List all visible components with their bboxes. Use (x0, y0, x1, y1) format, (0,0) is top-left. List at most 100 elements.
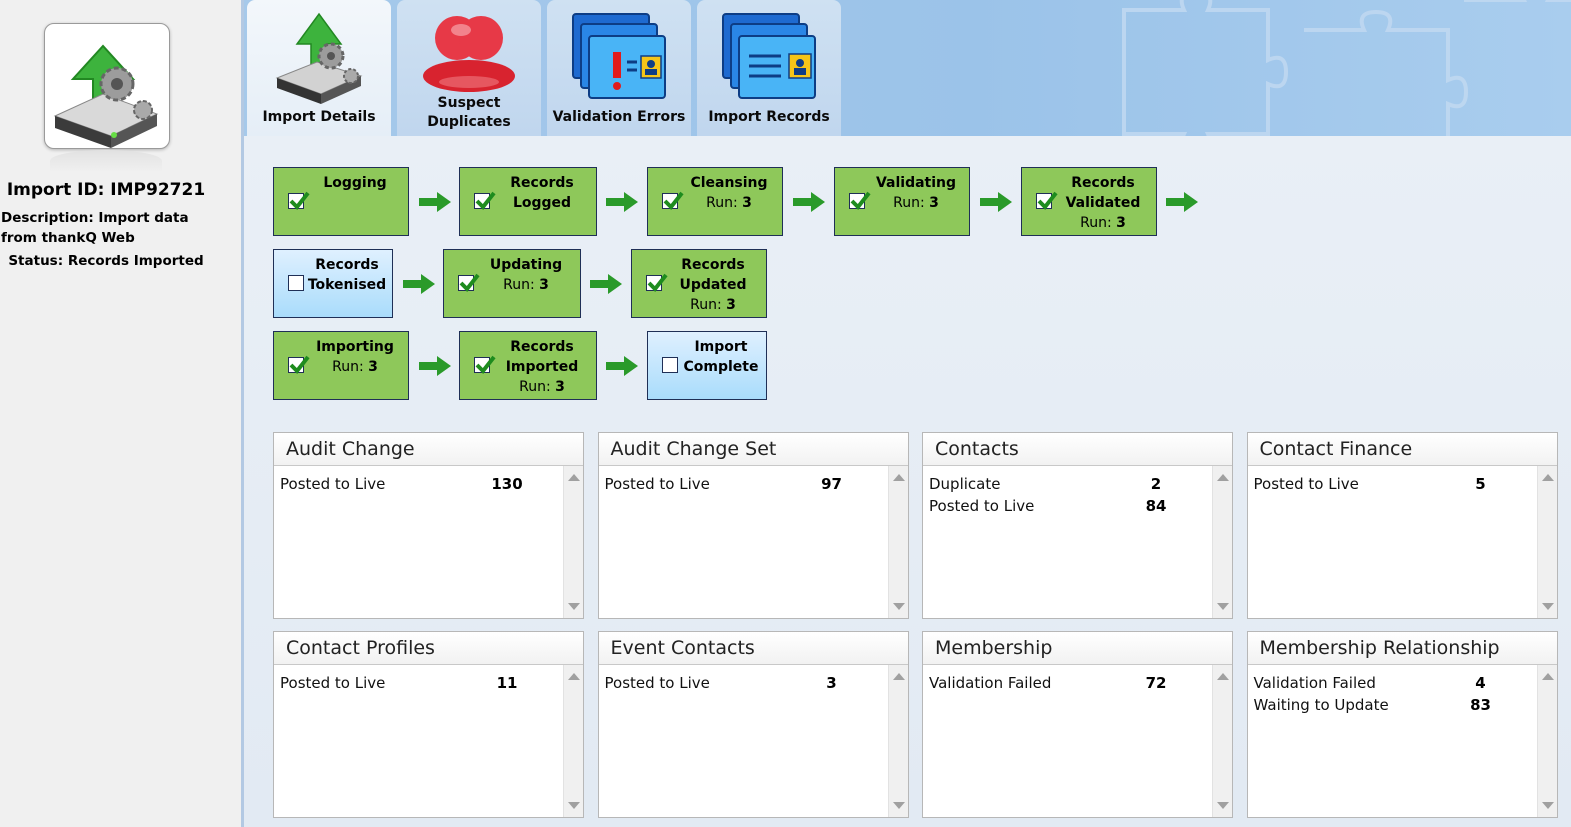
import-server-icon (53, 44, 159, 148)
scroll-up-icon[interactable] (892, 474, 905, 481)
panel-scrollbar[interactable] (887, 665, 908, 817)
import-server-icon (275, 12, 363, 104)
tab-import-records-label: Import Records (708, 109, 830, 125)
step-checkbox (458, 273, 480, 292)
step-run-count: 3 (368, 359, 378, 375)
step-title-line2: Logged (512, 195, 572, 211)
step-checkbox (1036, 191, 1058, 210)
panel-title: Event Contacts (598, 632, 908, 665)
list-item-label: Validation Failed (1253, 674, 1376, 692)
step-checkbox (662, 356, 678, 373)
step-title-line2: Validated (1065, 195, 1141, 211)
step-title: Records Validated (1050, 173, 1156, 213)
step-run-label: Run: (893, 195, 930, 211)
step-run: Run: 3 (676, 193, 782, 213)
list-item-count: 3 (826, 674, 837, 692)
step-title: Validating (863, 173, 969, 193)
scroll-down-icon[interactable] (1541, 603, 1554, 610)
step-run-count: 3 (555, 379, 565, 395)
scroll-down-icon[interactable] (568, 802, 580, 809)
panel-title: Membership (923, 632, 1232, 665)
scroll-up-icon[interactable] (1541, 673, 1554, 680)
tab-import-details[interactable]: Import Details (247, 0, 391, 136)
list-item-count: 11 (496, 674, 518, 692)
validation-error-folder-icon (572, 13, 666, 99)
scroll-down-icon[interactable] (1217, 603, 1229, 610)
panel-scrollbar[interactable] (563, 665, 583, 817)
step-run-label: Run: (706, 195, 743, 211)
step-run: Run: 3 (660, 295, 766, 315)
puzzle-background-icon (1122, 0, 1571, 136)
scroll-down-icon[interactable] (1217, 802, 1229, 809)
panel-scrollbar[interactable] (1212, 665, 1232, 817)
flow-arrow-icon (419, 356, 451, 376)
step-run: Run: 3 (302, 357, 408, 377)
list-item[interactable]: Posted to Live 3 (605, 674, 881, 696)
panel-title: Contacts (923, 433, 1232, 466)
scroll-up-icon[interactable] (892, 673, 905, 680)
panel-scrollbar[interactable] (563, 466, 583, 618)
tab-validation-errors[interactable]: Validation Errors (547, 0, 691, 136)
scroll-up-icon[interactable] (1217, 673, 1229, 680)
scroll-down-icon[interactable] (892, 603, 905, 610)
workflow-step-9: Importing Run: 3 (273, 331, 409, 400)
tab-validation-errors-label: Validation Errors (552, 109, 686, 125)
scroll-down-icon[interactable] (568, 603, 580, 610)
scroll-up-icon[interactable] (568, 474, 580, 481)
step-title-line2: Complete (683, 359, 759, 375)
step-run-label: Run: (690, 297, 727, 313)
import-description: Description: Import data from thankQ Web (1, 210, 189, 246)
checkmark-icon (289, 191, 310, 210)
step-checkbox (849, 191, 871, 210)
records-folder-icon (722, 13, 816, 99)
step-title-line1: Records (681, 257, 745, 273)
tab-suspect-duplicates[interactable]: Suspect Duplicates (397, 0, 541, 136)
flow-arrow-icon (1166, 192, 1198, 212)
step-run-count: 3 (929, 195, 939, 211)
tab-import-records[interactable]: Import Records (697, 0, 841, 136)
panel-scrollbar[interactable] (887, 466, 908, 618)
list-item-count: 97 (821, 475, 842, 493)
scroll-up-icon[interactable] (568, 673, 580, 680)
workflow-step-2: Records Logged (459, 167, 597, 236)
workflow-step-7: Updating Run: 3 (443, 249, 581, 318)
flow-arrow-icon (590, 274, 622, 294)
step-run-label: Run: (1080, 215, 1117, 231)
step-title-line1: Logging (323, 175, 387, 191)
list-item-label: Posted to Live (604, 674, 710, 692)
step-title: Logging (302, 173, 408, 193)
sidebar: Import ID: IMP92721 Description: Import … (0, 0, 244, 827)
step-title: Importing (302, 337, 408, 357)
step-title: Records Logged (488, 173, 596, 213)
list-item-count: 72 (1145, 674, 1167, 692)
step-checkbox (662, 191, 684, 210)
step-checkbox (288, 355, 310, 374)
scroll-down-icon[interactable] (892, 802, 905, 809)
checkmark-icon (475, 191, 496, 210)
flow-arrow-icon (980, 192, 1012, 212)
scroll-up-icon[interactable] (1217, 474, 1229, 481)
panel-scrollbar[interactable] (1536, 665, 1557, 817)
panel-scrollbar[interactable] (1536, 466, 1557, 618)
scroll-down-icon[interactable] (1541, 802, 1554, 809)
step-title-line1: Import (694, 339, 748, 355)
scroll-up-icon[interactable] (1541, 474, 1554, 481)
logo-reflection (50, 150, 162, 172)
panel-scrollbar[interactable] (1212, 466, 1232, 618)
step-title-line1: Records (315, 257, 379, 273)
